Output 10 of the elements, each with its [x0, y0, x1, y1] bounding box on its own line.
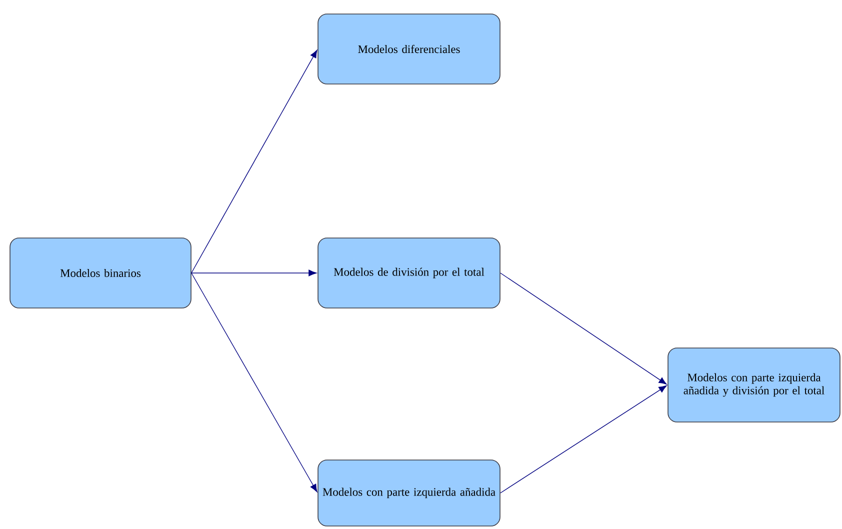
process-box: Modelos de división por el total	[318, 238, 500, 308]
arrow	[191, 50, 318, 274]
process-box: Modelos binarios	[10, 238, 192, 308]
process-box: Modelos con parte izquierda añadida	[318, 460, 500, 526]
arrow	[191, 272, 318, 492]
arrow	[191, 270, 317, 276]
process-box: Modelos diferenciales	[318, 14, 500, 84]
process-box: Modelos con parte izquierda añadida y división por el total	[668, 348, 840, 422]
arrow	[500, 272, 667, 385]
arrow	[500, 385, 667, 494]
